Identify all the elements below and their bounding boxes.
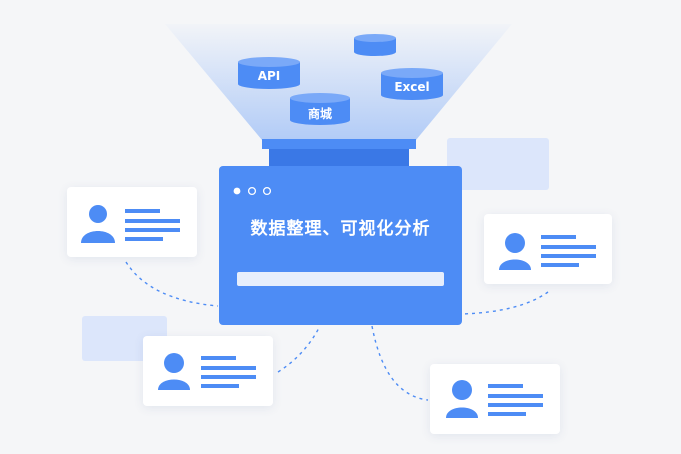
user-avatar-icon — [499, 233, 596, 270]
connector-top-left — [125, 261, 219, 307]
database-cylinder-icon — [290, 93, 350, 125]
connector-bottom-right — [371, 325, 429, 401]
source-label-api: API — [257, 69, 281, 83]
user-card — [67, 187, 197, 257]
funnel-neck — [262, 139, 416, 149]
panel-title: 数据整理、可视化分析 — [250, 219, 431, 239]
connector-bottom-left — [277, 325, 321, 373]
database-cylinder-icon — [381, 68, 443, 100]
user-avatar-icon — [158, 353, 256, 390]
source-label-mall: 商城 — [307, 107, 332, 121]
funnel-beam — [165, 24, 512, 140]
database-cylinder-icon — [238, 57, 300, 89]
source-label-excel: Excel — [394, 80, 430, 94]
user-avatar-icon — [81, 205, 180, 243]
window-dots-icon — [233, 186, 272, 196]
processing-panel: 数据整理、可视化分析 — [219, 166, 462, 325]
user-card — [430, 364, 560, 434]
user-avatar-icon — [446, 380, 543, 418]
user-card — [143, 336, 273, 406]
funnel-neck-lower — [269, 149, 409, 166]
user-card — [484, 214, 612, 284]
connector-top-right — [461, 291, 549, 315]
database-cylinder-icon — [354, 34, 396, 56]
decorative-block — [447, 138, 549, 190]
progress-bar — [237, 272, 444, 286]
